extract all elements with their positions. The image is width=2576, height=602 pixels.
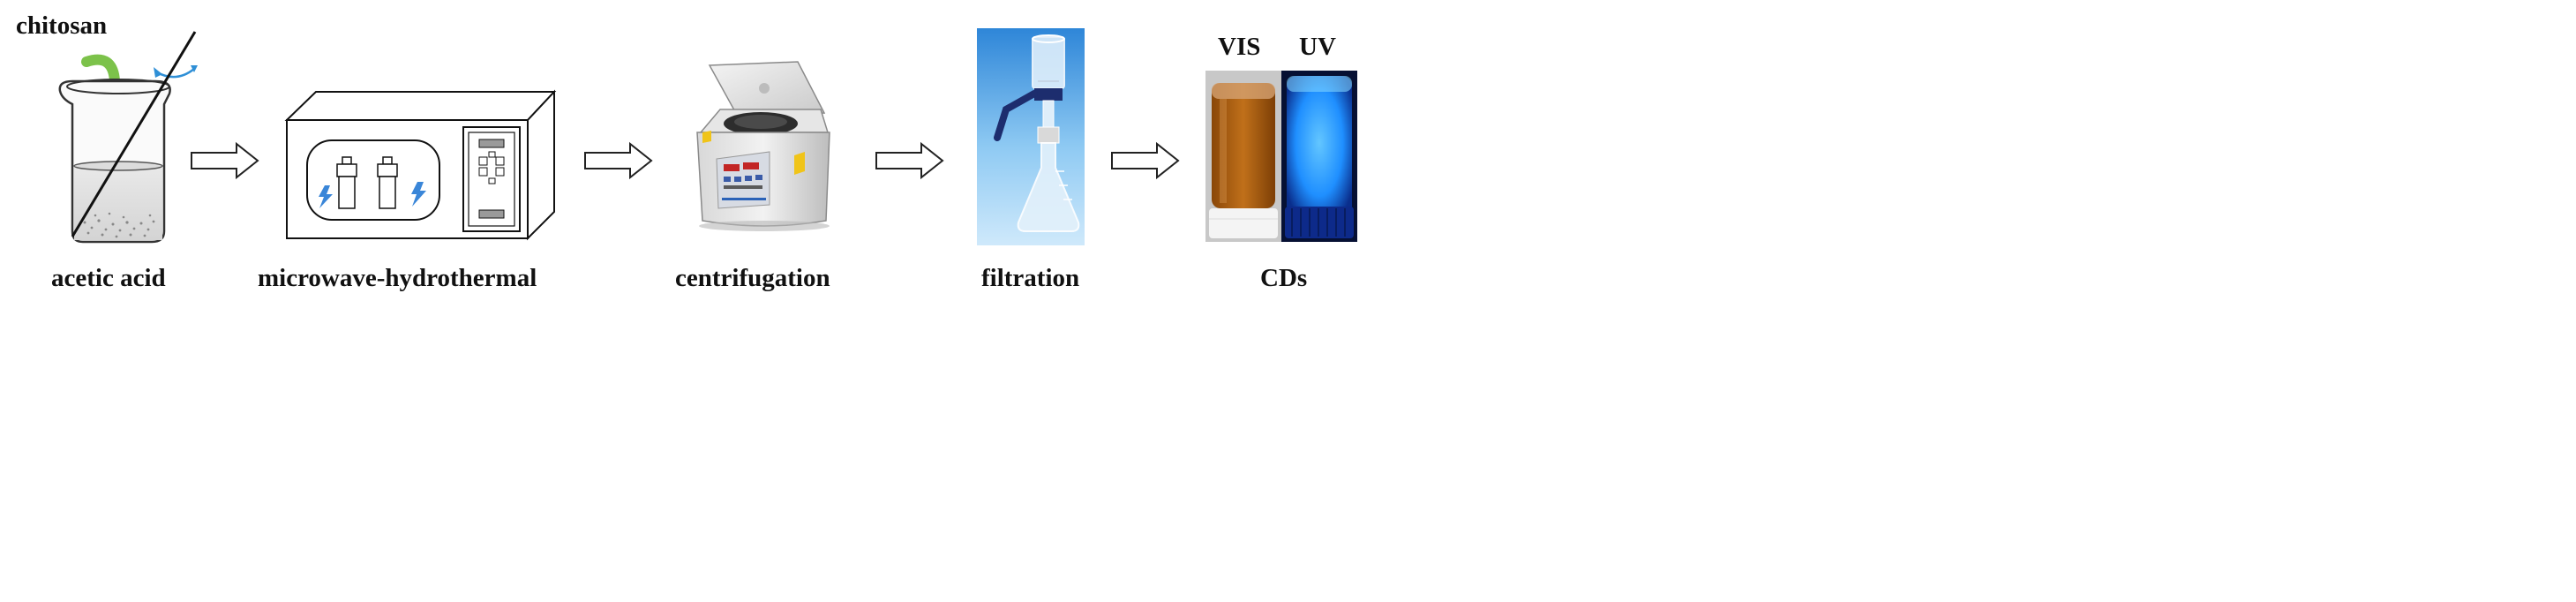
lightning-icon <box>411 182 426 207</box>
chitosan-label: chitosan <box>16 11 107 40</box>
rotate-arrow-icon <box>154 65 198 79</box>
cds-stage: VIS UV CDs <box>1205 33 1357 292</box>
filtration-stage: filtration <box>977 28 1085 292</box>
right-arrow-icon <box>875 141 944 180</box>
centrifuge-icon <box>696 61 830 231</box>
centrifugation-label: centrifugation <box>675 264 830 292</box>
microwave-oven-icon <box>284 89 557 241</box>
reaction-vessel <box>336 156 357 209</box>
filtration-apparatus-icon <box>977 28 1085 245</box>
reaction-vessel <box>377 156 398 209</box>
microwave-stage: microwave-hydrothermal <box>258 89 557 292</box>
right-arrow-icon <box>1111 141 1180 180</box>
vis-vial-icon <box>1205 71 1281 242</box>
cds-label: CDs <box>1260 264 1307 292</box>
beaker-stage: chitosan <box>16 11 198 292</box>
microwave-label: microwave-hydrothermal <box>258 264 537 292</box>
vis-label: VIS <box>1218 33 1260 61</box>
right-arrow-icon <box>191 141 259 180</box>
filtration-label: filtration <box>981 264 1079 292</box>
uv-label: UV <box>1299 33 1336 61</box>
lightning-icon <box>319 185 333 208</box>
beaker-icon <box>58 31 197 244</box>
centrifugation-stage: centrifugation <box>675 61 830 292</box>
process-diagram: chitosan <box>16 11 1357 292</box>
right-arrow-icon <box>584 141 653 180</box>
acetic-acid-label: acetic acid <box>51 264 166 292</box>
uv-vial-icon <box>1281 71 1357 242</box>
